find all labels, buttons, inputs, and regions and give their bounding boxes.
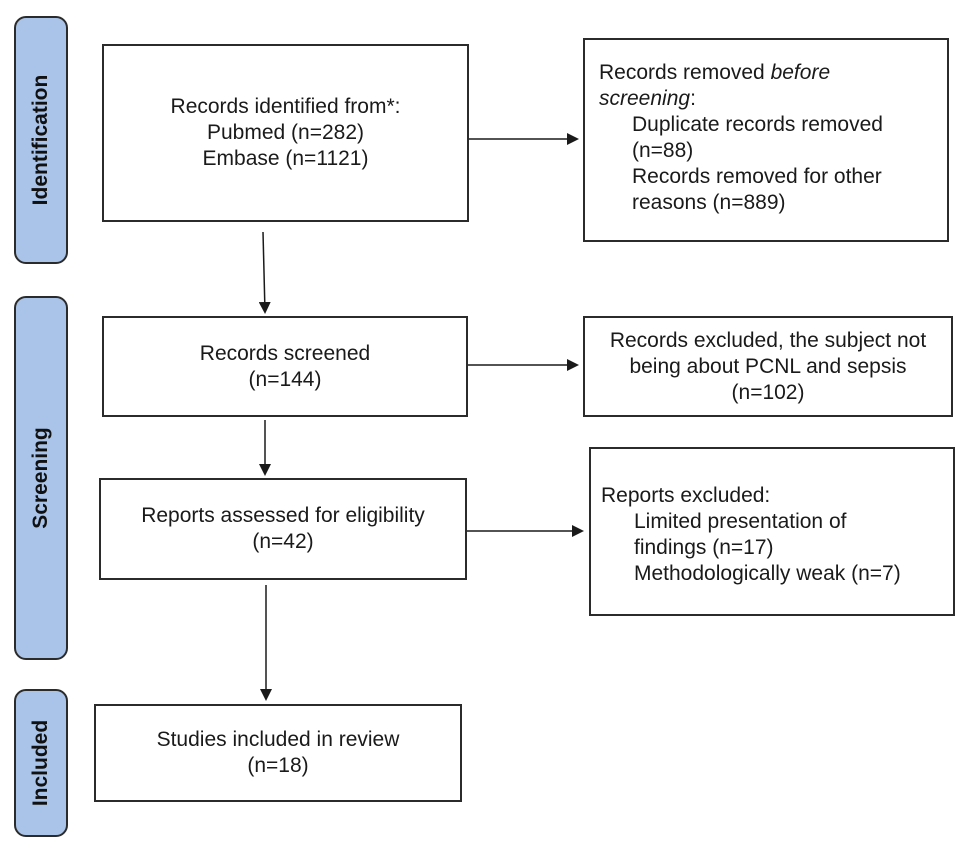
records-screened-title: Records screened xyxy=(199,341,371,365)
reports-excluded-box: Reports excluded: Limited presentation o… xyxy=(589,447,955,616)
duplicate-removed-line2: (n=88) xyxy=(632,139,694,162)
records-removed-box: Records removed before screening: Duplic… xyxy=(583,38,949,242)
reports-assessed-count: (n=42) xyxy=(252,530,314,553)
reports-excluded-title: Reports excluded: xyxy=(601,484,771,507)
records-excluded-line2: being about PCNL and sepsis xyxy=(629,354,907,378)
studies-included-box: Studies included in review (n=18) xyxy=(94,704,462,802)
phase-included: Included xyxy=(14,689,68,837)
records-identified-embase: Embase (n=1121) xyxy=(202,147,369,170)
limited-presentation-line1: Limited presentation of xyxy=(634,510,847,533)
limited-presentation-line2: findings (n=17) xyxy=(634,536,774,559)
reports-assessed-title: Reports assessed for eligibility xyxy=(141,504,425,527)
records-excluded-box: Records excluded, the subject not being … xyxy=(583,316,953,417)
reports-assessed-box: Reports assessed for eligibility (n=42) xyxy=(99,478,467,580)
records-screened-count: (n=144) xyxy=(248,367,322,391)
other-removed-line2: reasons (n=889) xyxy=(632,191,786,214)
studies-included-title: Studies included in review xyxy=(156,728,400,751)
records-excluded-count: (n=102) xyxy=(731,380,805,404)
phase-identification: Identification xyxy=(14,16,68,264)
records-identified-box: Records identified from*: Pubmed (n=282)… xyxy=(102,44,469,222)
records-removed-title-cont: screening: xyxy=(599,87,696,110)
records-removed-title: Records removed before xyxy=(599,61,831,84)
records-excluded-line1: Records excluded, the subject not xyxy=(609,328,927,352)
arrow-identified-to-screened xyxy=(258,231,271,314)
records-identified-pubmed: Pubmed (n=282) xyxy=(206,121,365,144)
records-identified-title: Records identified from*: xyxy=(170,95,401,118)
methodologically-weak: Methodologically weak (n=7) xyxy=(634,562,901,585)
duplicate-removed-line1: Duplicate records removed xyxy=(632,113,883,136)
phase-screening: Screening xyxy=(14,296,68,660)
other-removed-line1: Records removed for other xyxy=(632,165,882,188)
studies-included-count: (n=18) xyxy=(247,754,309,777)
records-screened-box: Records screened (n=144) xyxy=(102,316,468,417)
